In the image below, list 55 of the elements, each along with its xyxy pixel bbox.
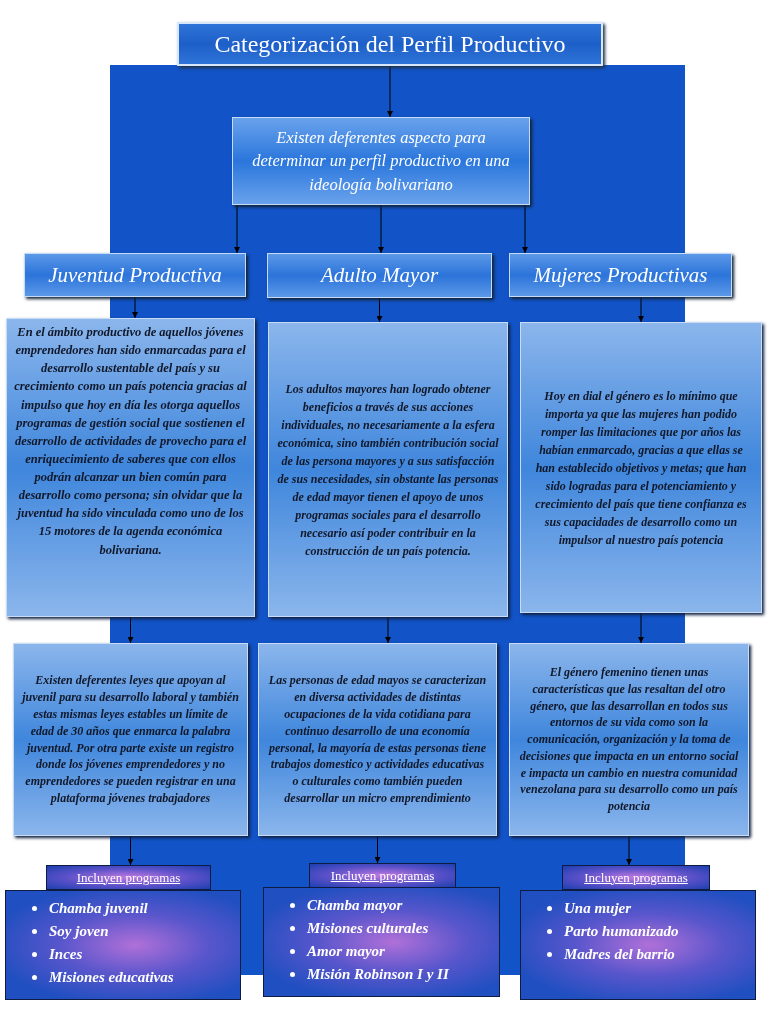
arrow: [132, 296, 138, 319]
program-item: Soy joven: [49, 923, 109, 940]
title-box: [177, 22, 603, 66]
category-heading-box: [24, 253, 246, 297]
arrow: [234, 204, 240, 254]
intro-box: [232, 117, 530, 205]
program-list-box: [5, 890, 241, 1000]
program-item: Chamba mayor: [307, 897, 403, 914]
arrow: [374, 835, 381, 864]
arrow: [378, 204, 384, 254]
category-heading-box: [267, 253, 492, 298]
description-box: [258, 643, 497, 836]
description-text: Los adultos mayores han logrado obtener beneficios a través de sus acciones individuales, no necesariamente a la esfera económica, sino también contribución social de las persona mayores y a sus satisfacción de sus necesidades, sin obstante las personas de edad mayor tienen el apoyo de unos programas sociales para el desarrollo necesario así poder contribuir en la construcción de un país potencia.: [277, 380, 499, 560]
arrow: [385, 616, 391, 644]
arrow: [127, 616, 134, 644]
arrow: [387, 65, 393, 118]
program-item: Una mujer: [564, 900, 632, 917]
program-item: Amor mayor: [307, 943, 385, 960]
programs-tab-label: Incluyen programas: [330, 867, 435, 884]
description-box: [6, 318, 255, 617]
description-box: [509, 643, 749, 836]
programs-tab-label: Incluyen programas: [76, 869, 181, 886]
arrow: [638, 612, 644, 644]
arrow: [626, 835, 632, 866]
description-text: Las personas de edad mayos se caracterizan en diversa actividades de distintas ocupaciones de la vida cotidiana para continuo desarrollo de una economía personal, la mayoría de estas personas tiene trabajos domestico y actividades educativas o culturales como también pueden desarrollar un micro emprendimiento: [267, 672, 488, 807]
intro-text: Existen deferentes aspecto para determinar un perfil productivo en una ideología bolivariano: [251, 127, 511, 196]
program-item: Parto humanizado: [564, 923, 679, 940]
program-item: Misiones culturales: [307, 920, 429, 937]
description-text: En el ámbito productivo de aquellos jóvenes emprendedores han sido enmarcadas para el desarrollo sustentable del país y su crecimiento como un país potencia gracias al impulso que hoy en día les otorga aquellos programas de gestión social que sostienen el desarrollo de actividades de provecho para el enriquecimiento de saberes que con ellos podrán alcanzar un bien común para desarrollo como persona; sin olvidar que la juventud ha sido vinculada como uno de los 15 motores de la agenda económica bolivariana.: [13, 324, 248, 559]
programs-tab: [46, 865, 211, 890]
category-heading-box: [509, 253, 732, 297]
arrow: [127, 835, 134, 866]
description-text: Hoy en dial el género es lo mínimo que importa ya que las mujeres han podido romper las limitaciones que por años las habían enmarcado, gracias a que ellas se han establecido objetivos y metas; que han sido logradas para el potenciamiento y crecimiento del país que tiene confianza es sus capacidades de desarrollo como un impulsor al nuestro país potencia: [534, 387, 748, 549]
description-box: [520, 322, 762, 613]
program-item: Madres del barrio: [564, 946, 675, 963]
arrow: [376, 297, 383, 323]
program-item: Inces: [49, 946, 83, 963]
program-list-box: [263, 887, 500, 997]
arrow: [638, 296, 644, 323]
description-text: Existen deferentes leyes que apoyan al juvenil para su desarrollo laboral y también estas mismas leyes estables un límite de edad de 30 años que enmarca la palabra juventud. Por otra parte existe un registro donde los jóvenes emprendedores y no emprendedores se pueden registrar en una plataforma jóvenes trabajadores: [22, 672, 239, 807]
description-box: [268, 322, 508, 617]
category-heading: Mujeres Productivas: [533, 262, 708, 288]
title-text: Categorización del Perfil Productivo: [214, 30, 566, 58]
category-heading: Adulto Mayor: [320, 263, 439, 288]
programs-tab: [309, 863, 456, 888]
program-item: Misión Robinson I y II: [307, 966, 449, 983]
arrow: [522, 204, 528, 254]
program-list-box: [520, 890, 756, 1000]
description-text: El género femenino tienen unas características que las resaltan del otro género, que las desarrollan en todos sus entornos de su vida como son la comunicación, organización y la toma de decisiones que impacta en un entorno social e impacta un cambio en nuestra comunidad venezolana para su desarrollo como un país potencia: [518, 663, 740, 816]
category-heading: Juventud Productiva: [48, 262, 222, 288]
programs-tab-label: Incluyen programas: [584, 869, 688, 886]
description-box: [13, 643, 248, 836]
program-item: Misiones educativas: [49, 969, 174, 986]
programs-tab: [562, 865, 710, 890]
program-item: Chamba juvenil: [49, 900, 148, 917]
